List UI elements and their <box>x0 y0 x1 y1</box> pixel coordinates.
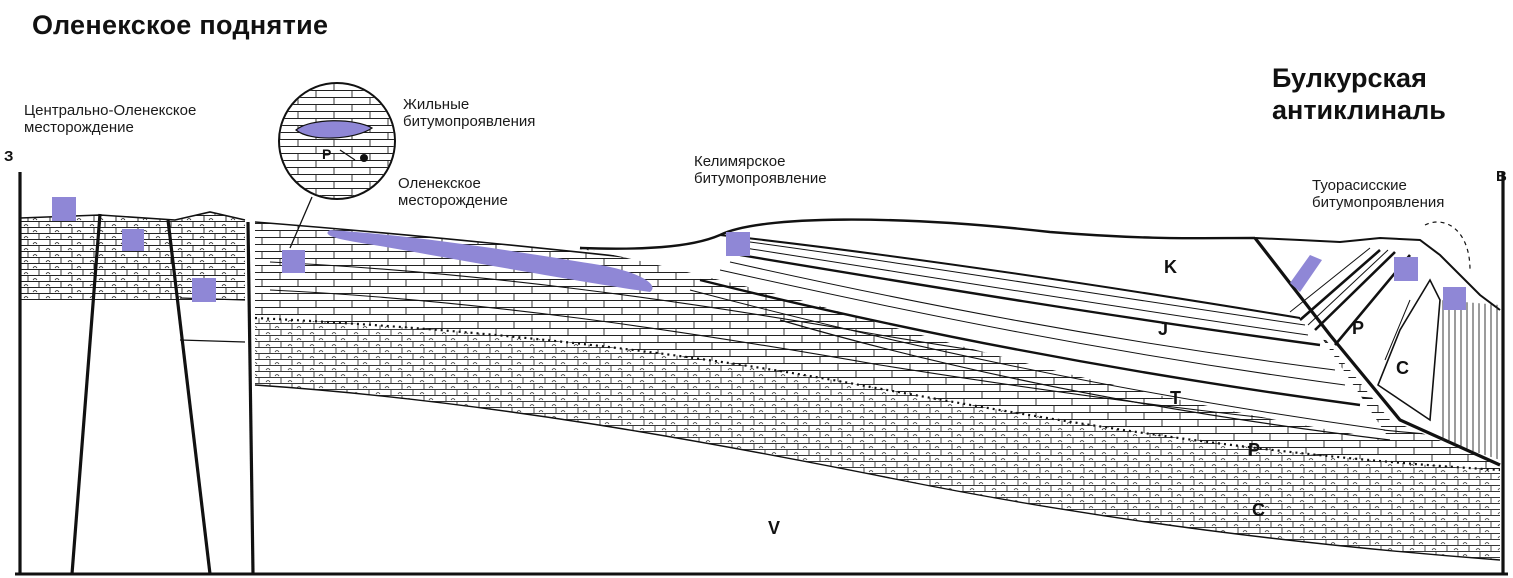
kelimyar-line2: битумопроявление <box>694 170 827 187</box>
vein-line1: Жильные <box>403 96 535 113</box>
inset-vein-bitumen <box>270 80 410 248</box>
stratum-C-right-label: C <box>1396 358 1409 379</box>
stratum-P-label: P <box>1248 440 1260 461</box>
olenek-line2: месторождение <box>398 192 508 209</box>
page-title: Оленекское поднятие <box>32 10 328 41</box>
strata-layers <box>255 172 1503 574</box>
kelimyar-label: Келимярское битумопроявление <box>694 153 827 188</box>
kelimyar-line1: Келимярское <box>694 153 827 170</box>
stratum-C-label: C <box>1252 500 1265 521</box>
vein-line2: битумопроявления <box>403 113 535 130</box>
central-olenek-label: Центрально-Оленекское месторождение <box>24 102 196 137</box>
direction-west-label: З <box>4 148 13 165</box>
stratum-K-label: K <box>1164 257 1177 278</box>
right-title-line2: антиклиналь <box>1272 94 1446 126</box>
tuorasis-label: Туорасисские битумопроявления <box>1312 177 1444 212</box>
vein-bitumen-label: Жильные битумопроявления <box>403 96 535 131</box>
olenek-line1: Оленекское <box>398 175 508 192</box>
tuorasis-line1: Туорасисские <box>1312 177 1444 194</box>
stratum-J-label: J <box>1158 319 1168 340</box>
direction-east-label: В <box>1496 168 1507 185</box>
central-olenek-line1: Центрально-Оленекское <box>24 102 196 119</box>
stratum-T-label: T <box>1170 388 1181 409</box>
right-title-line1: Булкурская <box>1272 62 1446 94</box>
tuorasis-line2: битумопроявления <box>1312 194 1444 211</box>
central-olenek-line2: месторождение <box>24 119 196 136</box>
stratum-V-label: V <box>768 518 780 539</box>
inset-symbol: P <box>322 146 331 162</box>
right-title: Булкурская антиклиналь <box>1272 62 1446 127</box>
olenek-deposit-label: Оленекское месторождение <box>398 175 508 210</box>
stratum-P-right-label: P <box>1352 318 1364 339</box>
